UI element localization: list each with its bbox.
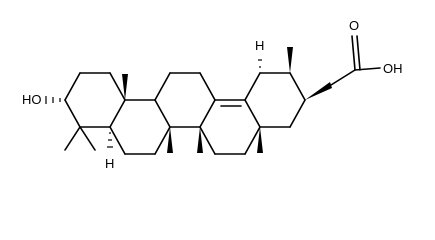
ring-e: [244, 72, 306, 128]
methyl-c4-a: [64, 126, 81, 151]
carbonyl-oxygen-label: O: [349, 18, 359, 33]
fusion-hydrogens: H H: [105, 38, 264, 171]
molecule-canvas: HO H H O OH: [22, 18, 403, 171]
methyl-c10-wedge: [122, 74, 128, 100]
methyl-c17-wedge: [257, 127, 263, 153]
carboxyl-oh-label: OH: [383, 61, 403, 76]
h-label-c18: H: [255, 38, 264, 53]
methyl-c14-wedge: [197, 127, 203, 153]
methyl-c20-wedge: [287, 47, 293, 73]
carboxyl-wedge: [305, 82, 332, 100]
ring-b: [109, 99, 171, 155]
ring-c: [154, 72, 216, 128]
structure-drawing: HO H H O OH: [22, 18, 403, 171]
ring-a: [64, 72, 126, 128]
hydroxyl-label: HO: [22, 92, 42, 107]
h-label-c5: H: [105, 156, 114, 171]
hydroxyl-group: HO: [22, 92, 61, 107]
methyl-groups: [64, 47, 293, 153]
methyl-c4-b: [79, 126, 96, 151]
carboxylic-acid-group: O OH: [305, 18, 403, 100]
ring-d: [199, 99, 261, 155]
methyl-c8-wedge: [167, 127, 173, 153]
